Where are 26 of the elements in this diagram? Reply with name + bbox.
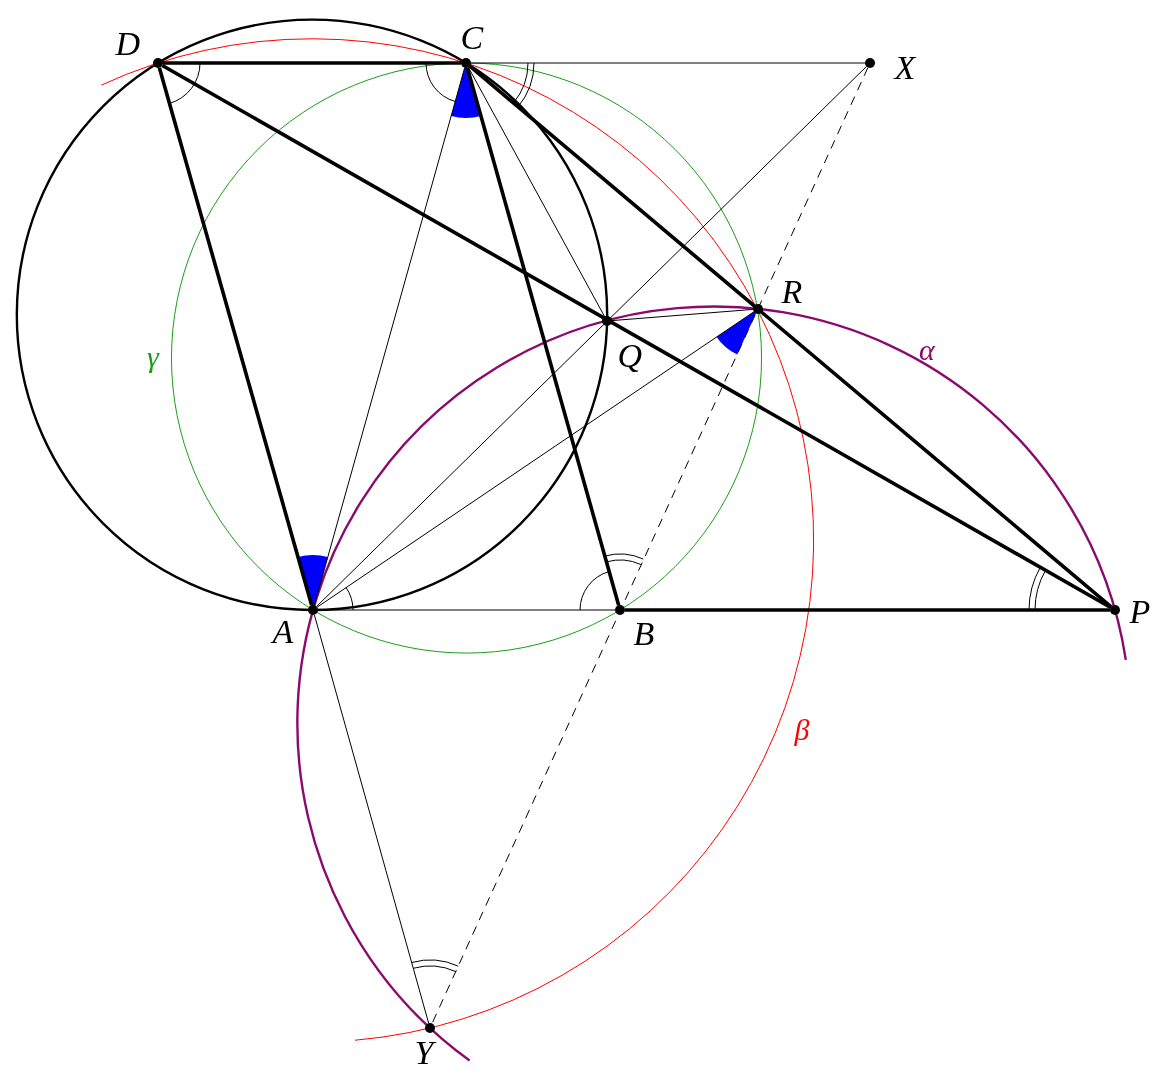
line-segment xyxy=(467,66,606,318)
point-label: B xyxy=(633,617,655,651)
circle-label: β xyxy=(794,715,810,745)
line-segment xyxy=(316,311,755,608)
point-label: D xyxy=(115,27,141,61)
line-segment xyxy=(313,67,466,606)
point-label: Q xyxy=(617,339,643,373)
line-segment xyxy=(625,608,1110,612)
line-segment xyxy=(611,308,754,322)
line-segment xyxy=(468,64,1113,609)
line-segment xyxy=(161,63,1112,610)
point-label: C xyxy=(460,21,484,55)
circle-label: γ xyxy=(147,342,159,372)
point-label: X xyxy=(894,51,916,85)
line-segment xyxy=(470,62,866,64)
circle-label: α xyxy=(919,335,935,365)
line-segment xyxy=(313,614,430,1024)
point-label: A xyxy=(272,615,294,649)
point-label: R xyxy=(781,275,803,309)
line-segment xyxy=(163,61,461,65)
line-segment xyxy=(316,66,867,607)
dashed-line xyxy=(431,67,869,1024)
labeled-point xyxy=(602,316,643,373)
line-segment xyxy=(157,67,314,606)
line-segment xyxy=(465,67,621,606)
point-label: P xyxy=(1129,595,1151,629)
